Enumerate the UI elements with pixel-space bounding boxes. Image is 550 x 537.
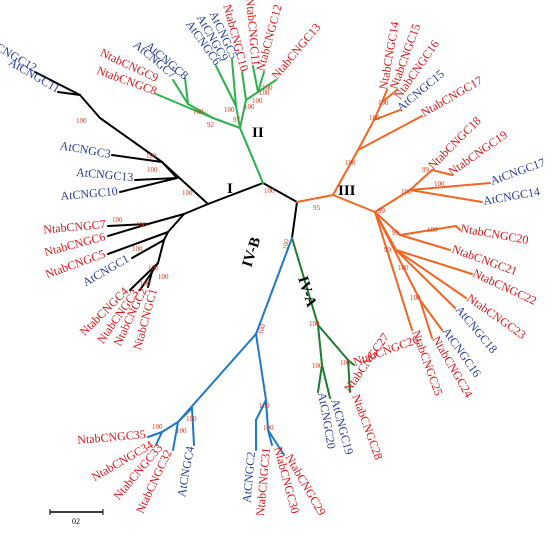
bootstrap-label: 100: [148, 264, 159, 272]
clade-II-branches: [155, 59, 277, 184]
bootstrap-label: 97: [233, 116, 241, 124]
leaf-label-AtCNGC10: AtCNGC10: [60, 184, 118, 203]
bootstrap-label: 100: [410, 294, 421, 302]
bootstrap-label: 100: [312, 362, 323, 370]
bootstrap-label: 100: [136, 221, 147, 229]
bootstrap-label: 100: [259, 402, 270, 410]
bootstrap-label: 100: [369, 114, 380, 122]
leaf-label-AtCNGC17: AtCNGC17: [488, 155, 547, 188]
leaf-label-NtabCNGC35: NtabCNGC35: [77, 427, 147, 447]
bootstrap-label: 100: [224, 106, 235, 114]
bootstrap-label: 100: [140, 280, 151, 288]
leaf-label-AtCNGC14: AtCNGC14: [482, 184, 541, 208]
bootstrap-label: 100: [182, 189, 193, 197]
bootstrap-label: 100: [340, 359, 351, 367]
leaf-label-NtabCNGC20: NtabCNGC20: [459, 221, 529, 247]
scale-bar-label: 02: [72, 517, 80, 526]
bootstrap-label: 100: [147, 166, 158, 174]
bootstrap-label: 100: [281, 238, 291, 250]
bootstrap-label: 100: [259, 89, 270, 97]
bootstrap-label: 100: [193, 108, 204, 116]
bootstrap-label: 100: [264, 187, 275, 195]
clade-IVB-branches: [147, 237, 293, 456]
bootstrap-label: 100: [176, 427, 187, 435]
bootstrap-label: 100: [309, 320, 320, 328]
bootstrap-label: 100: [146, 152, 157, 160]
bootstrap-label: 100: [132, 245, 143, 253]
bootstrap-label: 100: [434, 180, 445, 188]
bootstrap-label: 100: [378, 99, 389, 107]
clade-IVA-branches: [291, 237, 355, 399]
bootstrap-label: 100: [252, 97, 263, 105]
bootstrap-label: 92: [207, 121, 215, 129]
clade-labels: I II III IV-A IV-B: [227, 125, 356, 309]
bootstrap-label: 100: [112, 216, 123, 224]
leaf-label-AtCNGC4: AtCNGC4: [174, 445, 197, 498]
clade-label-III: III: [338, 183, 356, 199]
leaf-label-NtabCNGC7: NtabCNGC7: [43, 217, 107, 236]
leaf-label-AtCNGC3: AtCNGC3: [59, 138, 112, 161]
bootstrap-label: 100: [244, 103, 255, 111]
bootstrap-label: 100: [76, 117, 87, 125]
bootstrap-label: 99: [378, 207, 386, 215]
bootstrap-label: 100: [158, 273, 169, 281]
bootstrap-label: 100: [152, 423, 163, 431]
scale-bar: 02: [49, 509, 104, 526]
backbone-branches: [207, 182, 298, 239]
leaf-label-NtabCNGC31: NtabCNGC31: [253, 447, 273, 517]
clade-label-I: I: [227, 181, 233, 197]
bootstrap-label: 99: [422, 166, 430, 174]
leaf-label-AtCNGC2: AtCNGC2: [240, 451, 258, 503]
leaf-label-NtabCNGC11: NtabCNGC11: [243, 0, 263, 66]
bootstrap-values: 100 95 100 100 100 100 100 100 100 100 1…: [76, 84, 445, 435]
bootstrap-label: 100: [262, 84, 273, 92]
bootstrap-label: 100: [256, 323, 267, 336]
clade-I-branches: [34, 71, 209, 291]
clade-label-IVB: IV-B: [240, 235, 265, 269]
bootstrap-label: 100: [186, 415, 197, 423]
bootstrap-label: 100: [398, 264, 409, 272]
bootstrap-label: 100: [263, 424, 274, 432]
bootstrap-label: 95: [313, 204, 321, 212]
bootstrap-label: 99: [392, 229, 400, 237]
bootstrap-label: 99: [384, 246, 392, 254]
bootstrap-label: 100: [401, 188, 412, 196]
leaf-label-AtCNGC13: AtCNGC13: [76, 165, 134, 184]
clade-label-II: II: [252, 125, 264, 141]
branches: [34, 59, 491, 456]
bootstrap-label: 100: [345, 159, 356, 167]
bootstrap-label: 100: [427, 226, 438, 234]
clade-III-branches: [296, 89, 491, 339]
clade-label-IVA: IV-A: [294, 274, 319, 309]
